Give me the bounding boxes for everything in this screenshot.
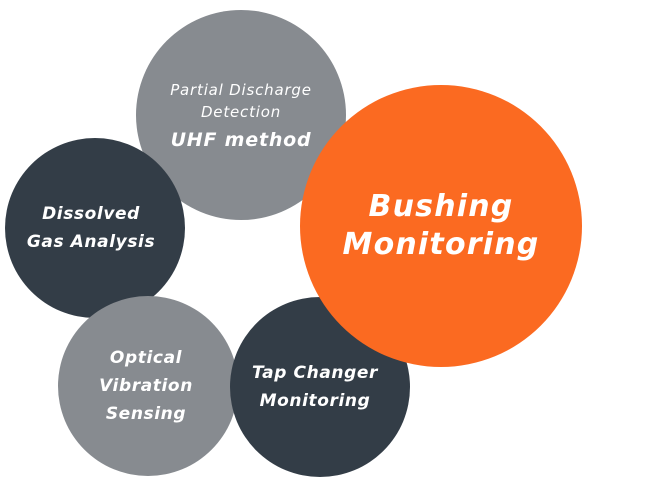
optical-vibration-label-line-2: Vibration (99, 376, 193, 396)
bushing-monitoring-title-line-2: Monitoring (342, 227, 540, 262)
partial-discharge-label-line-2: Detection (200, 103, 282, 121)
bushing-monitoring-circle: Bushing Monitoring (300, 85, 582, 367)
bushing-monitoring-title-line-1: Bushing (368, 189, 514, 224)
dissolved-gas-label-line-2: Gas Analysis (26, 232, 156, 252)
partial-discharge-label-line-1: Partial Discharge (170, 81, 312, 99)
dissolved-gas-label-line-1: Dissolved (42, 204, 140, 224)
optical-vibration-sensing-circle: Optical Vibration Sensing (58, 296, 238, 476)
uhf-method-label: UHF method (170, 129, 312, 151)
optical-vibration-label-line-3: Sensing (105, 404, 187, 424)
tap-changer-label-line-1: Tap Changer (252, 363, 378, 383)
dissolved-gas-analysis-circle: Dissolved Gas Analysis (5, 138, 185, 318)
optical-vibration-label-line-1: Optical (109, 348, 183, 368)
tap-changer-label-line-2: Monitoring (259, 391, 371, 411)
